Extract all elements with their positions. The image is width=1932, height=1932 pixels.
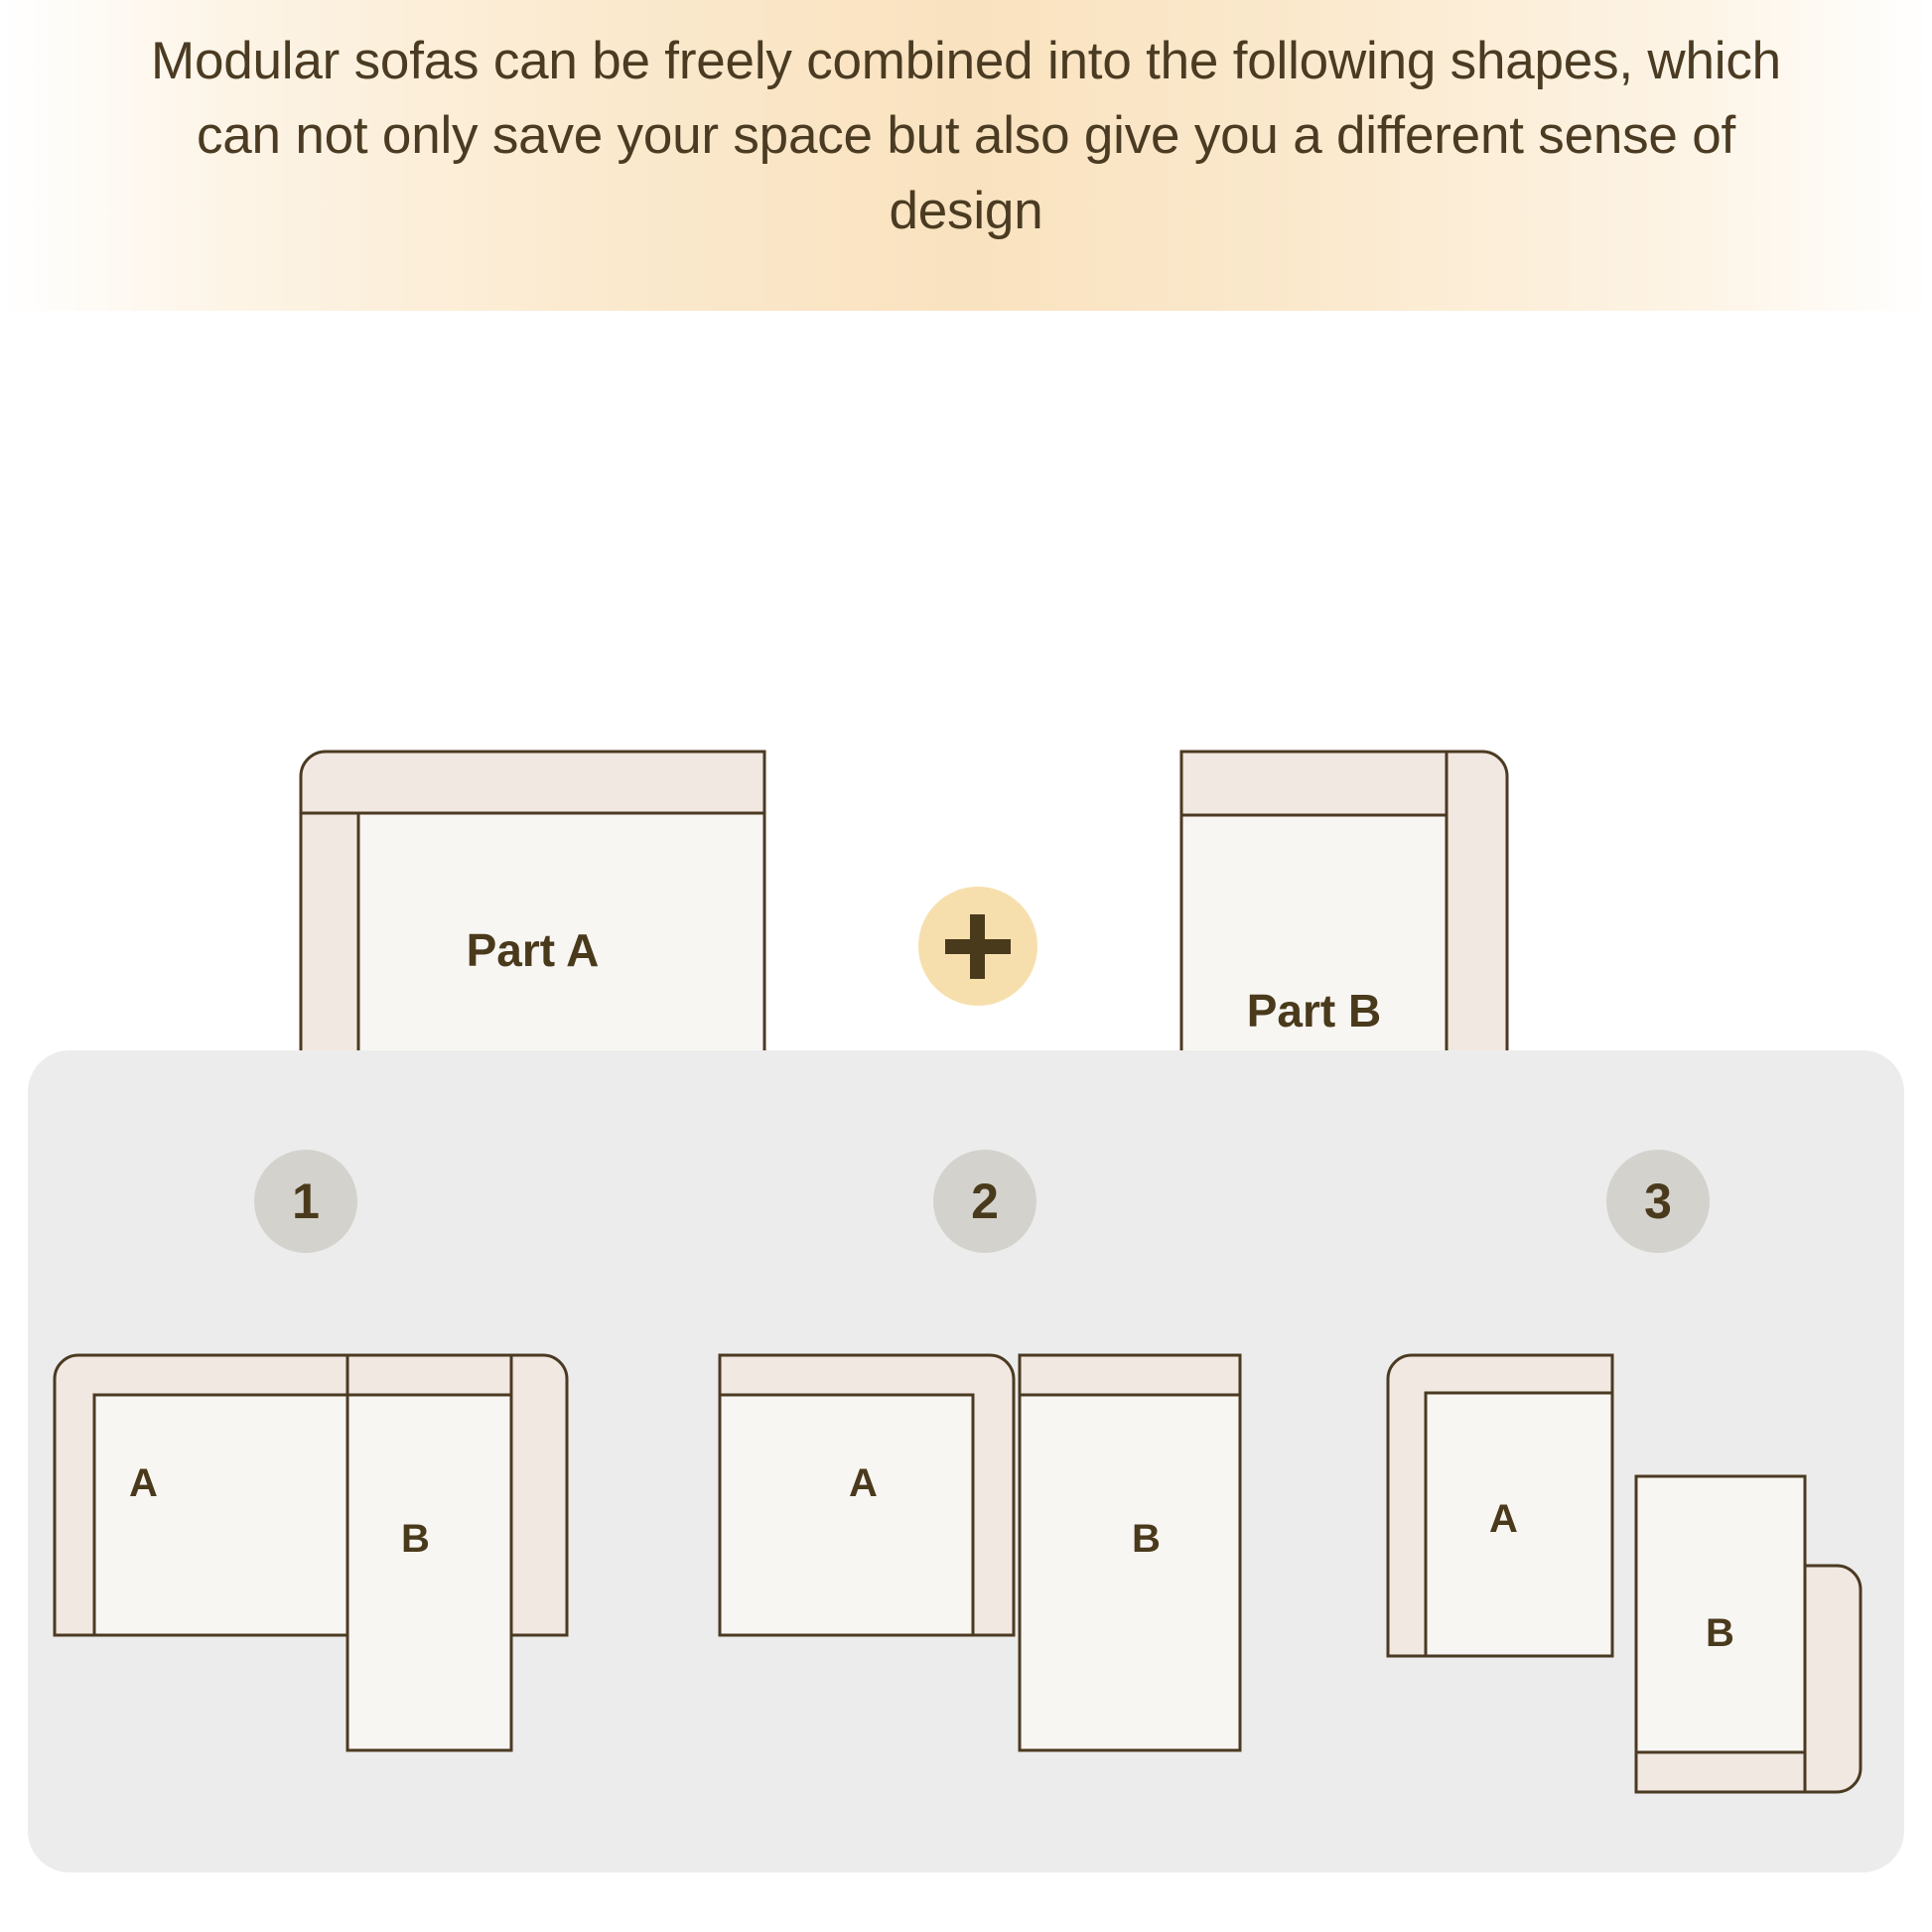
combination-badge-2: 2	[933, 1150, 1036, 1253]
page-title: Modular sofas can be freely combined int…	[151, 32, 1781, 240]
part-a-icon	[299, 750, 766, 1082]
combination-3-piece-b-icon	[1634, 1474, 1863, 1794]
combination-1-diagram	[53, 1353, 569, 1752]
combination-3-piece-a-icon	[1386, 1353, 1614, 1658]
combination-3-piece-a-label: A	[1489, 1497, 1518, 1541]
header-banner	[0, 0, 1932, 311]
part-b-label: Part B	[1246, 985, 1382, 1036]
parts-legend-row: Part A Part B	[0, 311, 1932, 1216]
plus-icon-vertical-bar	[970, 914, 985, 979]
plus-icon	[918, 887, 1037, 1006]
combination-2-piece-a-label: A	[849, 1461, 878, 1505]
combination-1-piece-b-label: B	[401, 1517, 430, 1561]
combination-badge-3: 3	[1606, 1150, 1710, 1253]
combination-1-piece-a-label: A	[129, 1461, 158, 1505]
part-a-label: Part A	[466, 924, 600, 976]
combination-3-piece-b-label: B	[1706, 1611, 1734, 1655]
combination-2-piece-b-label: B	[1132, 1517, 1161, 1561]
combination-badge-1: 1	[254, 1150, 357, 1253]
combination-2-diagram	[718, 1353, 1242, 1752]
